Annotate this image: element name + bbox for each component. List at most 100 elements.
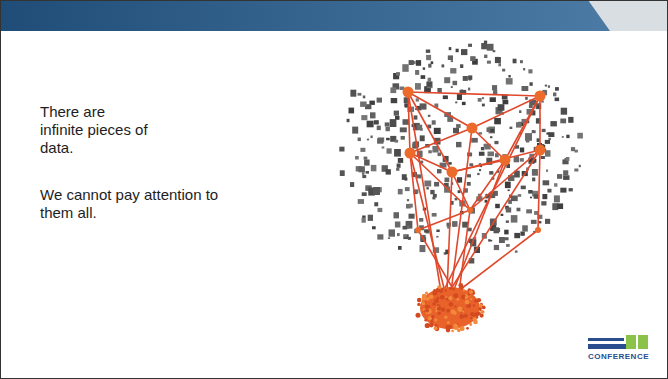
logo-text: CONFERENCE (588, 352, 649, 361)
data-dot (482, 97, 484, 99)
brain-cell (452, 288, 455, 291)
brain-cell (445, 325, 450, 330)
data-dot (443, 95, 448, 99)
data-dot (493, 50, 496, 52)
data-dot (359, 166, 365, 172)
brain-cell (440, 290, 443, 293)
data-dot (438, 153, 442, 157)
data-dot (355, 156, 359, 160)
network-line (408, 92, 472, 128)
data-dot (364, 157, 368, 160)
data-dot (560, 188, 566, 193)
data-dot (511, 215, 518, 223)
data-dot (505, 182, 511, 189)
brain-cell (462, 310, 464, 312)
data-dot (545, 219, 550, 224)
data-dot (390, 119, 397, 127)
data-dot (402, 64, 408, 72)
data-dot (516, 122, 522, 127)
data-dot (520, 158, 524, 162)
brain-cell (460, 286, 464, 290)
data-dot (339, 147, 344, 152)
data-dot (467, 182, 471, 186)
data-dot (469, 163, 473, 166)
attention-line (453, 160, 505, 292)
data-dot (542, 194, 547, 199)
network-line (472, 96, 540, 128)
network-node (447, 167, 458, 178)
data-dot (363, 96, 366, 99)
data-dot (362, 216, 365, 218)
data-dot (530, 82, 533, 86)
data-dot (417, 125, 422, 130)
data-dot (508, 75, 510, 78)
brain-cell (469, 323, 472, 326)
network-node (405, 148, 416, 159)
attention-line (447, 172, 452, 292)
brain-cell (473, 304, 475, 306)
data-dot (547, 189, 551, 193)
network-node (467, 123, 478, 134)
data-dot (432, 213, 437, 217)
brain-cell (457, 329, 461, 333)
data-dot (403, 226, 408, 230)
data-dot (546, 170, 548, 172)
network-line (472, 128, 505, 160)
data-dot (550, 121, 557, 126)
network-nodes (403, 87, 546, 234)
data-dot (424, 181, 431, 187)
attention-line (459, 210, 470, 292)
data-dot (368, 215, 373, 221)
data-dot (566, 157, 570, 161)
brain-cell (435, 326, 440, 331)
data-dot (525, 97, 528, 100)
data-dot (487, 127, 491, 132)
brain-cell (464, 314, 468, 318)
bar-wedge (588, 0, 668, 31)
data-dot (386, 169, 391, 174)
brain-cell (448, 296, 452, 300)
data-dot (563, 175, 569, 180)
data-dot (518, 194, 522, 197)
data-dot (426, 50, 430, 53)
brain-cell (466, 327, 469, 330)
brain-cell (469, 290, 473, 294)
brain-cell (440, 295, 445, 300)
data-dot (350, 90, 356, 97)
data-dot (388, 237, 390, 239)
brain-cell (433, 289, 436, 292)
data-cloud (339, 41, 583, 264)
network-line (538, 150, 540, 230)
data-dot (534, 194, 539, 199)
attention-line (443, 96, 540, 292)
data-dot (511, 196, 518, 202)
data-dot (386, 127, 390, 132)
data-dot (548, 138, 551, 140)
data-dot (488, 152, 495, 157)
attention-line (418, 230, 455, 292)
brain-cell (449, 302, 454, 307)
data-dot (522, 225, 528, 231)
data-dot (434, 182, 439, 187)
data-dot (370, 112, 376, 118)
data-dot (377, 138, 383, 143)
data-dot (390, 87, 396, 93)
brain-cell (470, 312, 474, 316)
data-dot (432, 197, 435, 200)
brain-cell (417, 303, 420, 306)
data-dot (358, 138, 361, 142)
data-dot (566, 135, 569, 138)
brain-cell (430, 320, 433, 323)
data-dot (532, 169, 538, 176)
data-dot (395, 222, 401, 228)
data-dot (487, 44, 494, 51)
data-dot (504, 230, 508, 235)
data-dot (420, 135, 425, 141)
data-dot (421, 75, 426, 79)
data-dot (416, 60, 421, 66)
data-dot (455, 102, 457, 104)
data-dot (444, 77, 450, 83)
data-dot (521, 186, 526, 190)
data-dot (520, 232, 524, 236)
